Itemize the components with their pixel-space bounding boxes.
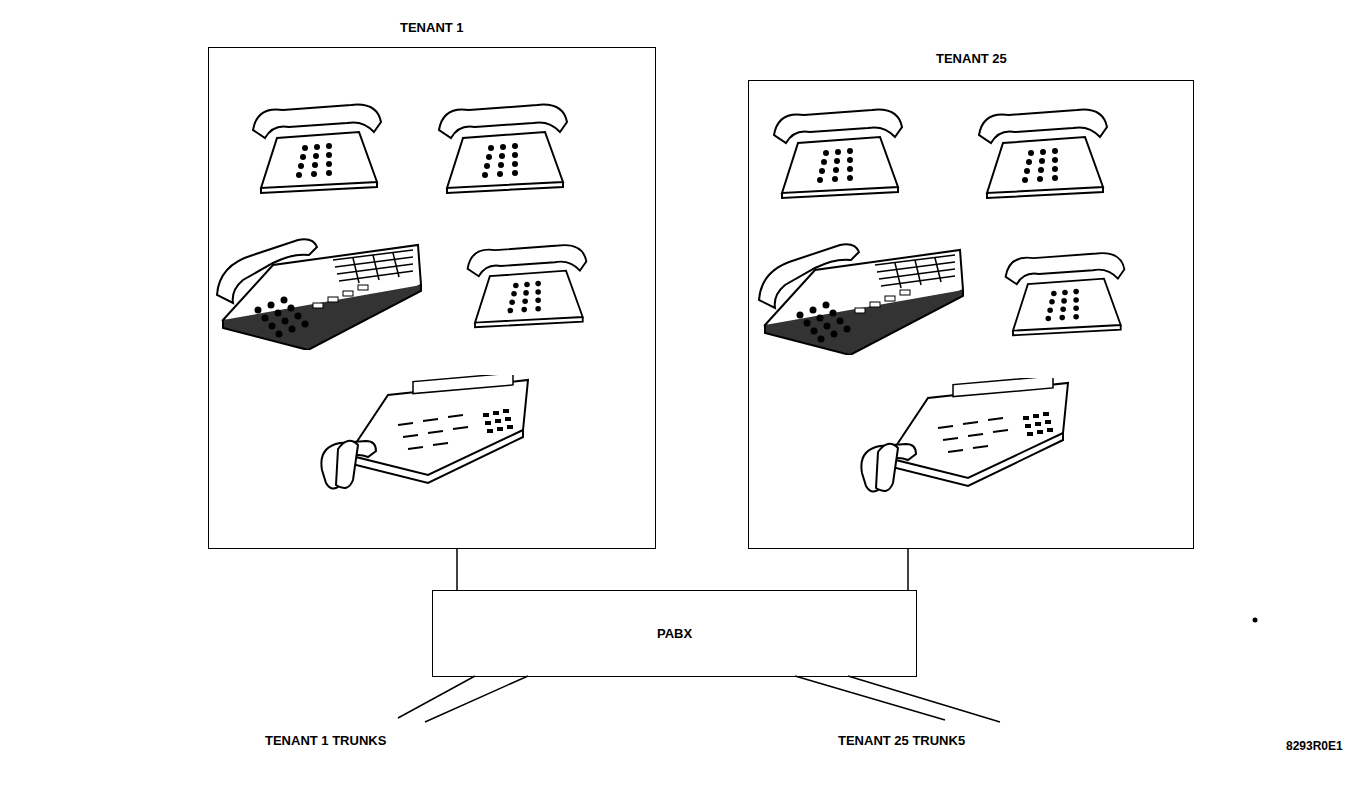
pabx-label: PABX	[657, 626, 692, 641]
connector-line	[908, 549, 909, 590]
figure-number: 8293R0E1	[1286, 739, 1343, 753]
trunk-lines	[398, 676, 1000, 722]
tenant-heading: TENANT 1	[400, 20, 464, 35]
stray-dot	[1253, 618, 1258, 623]
trunk-label: TENANT 25 TRUNK5	[838, 733, 965, 748]
pabx-box: PABX	[432, 590, 917, 677]
tenant-box: TENANT 25	[748, 80, 1194, 549]
tenant-heading: TENANT 25	[936, 51, 1007, 66]
connector-line	[457, 549, 458, 590]
trunk-label: TENANT 1 TRUNKS	[265, 733, 386, 748]
tenant-box: TENANT 1	[208, 47, 656, 549]
